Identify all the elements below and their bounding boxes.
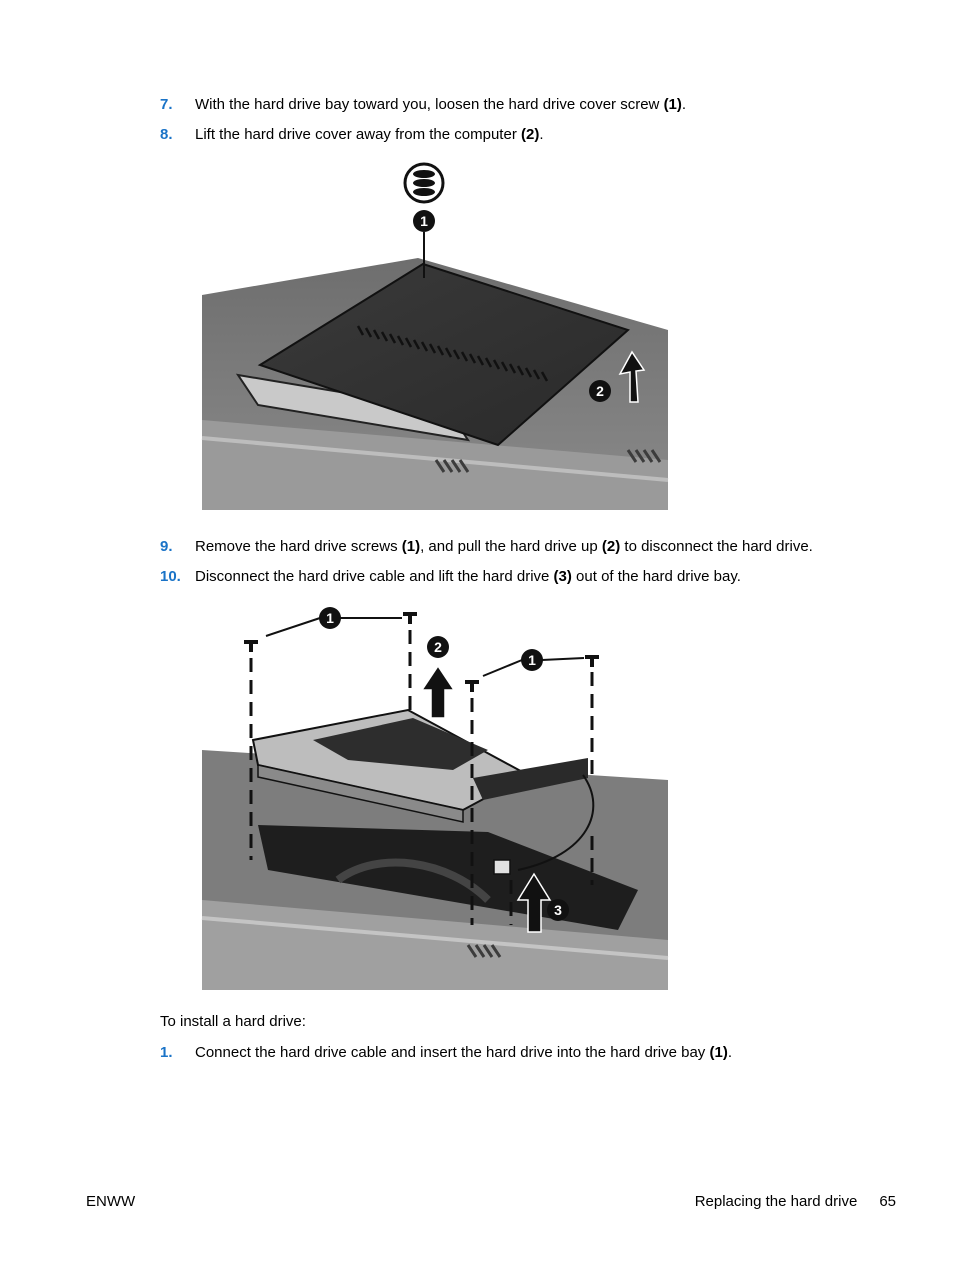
svg-text:2: 2	[596, 383, 604, 399]
vent-grille	[434, 449, 662, 473]
callout-2: 2	[589, 380, 611, 402]
lift-arrow-icon	[420, 664, 456, 719]
step-number: 8.	[160, 126, 173, 143]
step-7: 7. With the hard drive bay toward you, l…	[160, 94, 880, 116]
lift-arrow-icon	[516, 872, 552, 933]
step-text: Lift the hard drive cover away from the …	[195, 126, 544, 143]
svg-text:3: 3	[554, 902, 562, 918]
install-step-1: 1. Connect the hard drive cable and inse…	[160, 1042, 880, 1064]
screw-icon	[403, 162, 445, 204]
drive-label	[313, 718, 488, 770]
base-edge	[202, 900, 668, 990]
vent-grille	[466, 944, 502, 958]
step-text: Disconnect the hard drive cable and lift…	[195, 568, 741, 585]
cover-vent-slots	[356, 325, 549, 382]
lift-arrow-icon	[618, 350, 646, 403]
step-number: 9.	[160, 538, 173, 555]
hard-drive-cover	[257, 262, 630, 447]
step-text: Remove the hard drive screws (1), and pu…	[195, 538, 813, 555]
svg-text:1: 1	[420, 213, 428, 229]
step-number: 7.	[160, 96, 173, 113]
svg-text:1: 1	[528, 652, 536, 668]
step-text: Connect the hard drive cable and insert …	[195, 1044, 732, 1061]
install-intro: To install a hard drive:	[160, 1013, 306, 1030]
callout-2: 2	[427, 636, 449, 658]
callout-1-right: 1	[521, 649, 543, 671]
screw-icon	[244, 612, 599, 692]
svg-text:2: 2	[434, 639, 442, 655]
step-8: 8. Lift the hard drive cover away from t…	[160, 124, 880, 146]
drive-cable	[517, 774, 595, 871]
step-9: 9. Remove the hard drive screws (1), and…	[160, 536, 880, 558]
step-10: 10. Disconnect the hard drive cable and …	[160, 566, 880, 588]
drive-connector	[473, 758, 588, 800]
footer-left: ENWW	[86, 1193, 136, 1210]
footer-right: Replacing the hard drive 65	[695, 1192, 896, 1212]
step-number: 10.	[160, 568, 181, 585]
callout-3: 3	[547, 899, 569, 921]
callout-1: 1	[319, 607, 341, 629]
page-number: 65	[879, 1193, 896, 1210]
callout-1: 1	[413, 210, 435, 232]
base-edge	[202, 420, 668, 510]
figure-drive-removal: 1 2 1 3	[201, 607, 669, 990]
screw-guide-lines	[249, 630, 594, 925]
step-number: 1.	[160, 1044, 173, 1061]
step-text: With the hard drive bay toward you, loos…	[195, 96, 687, 113]
svg-text:1: 1	[326, 610, 334, 626]
figure-cover-removal: 1 2	[201, 162, 669, 510]
footer-section: Replacing the hard drive	[694, 1193, 858, 1210]
